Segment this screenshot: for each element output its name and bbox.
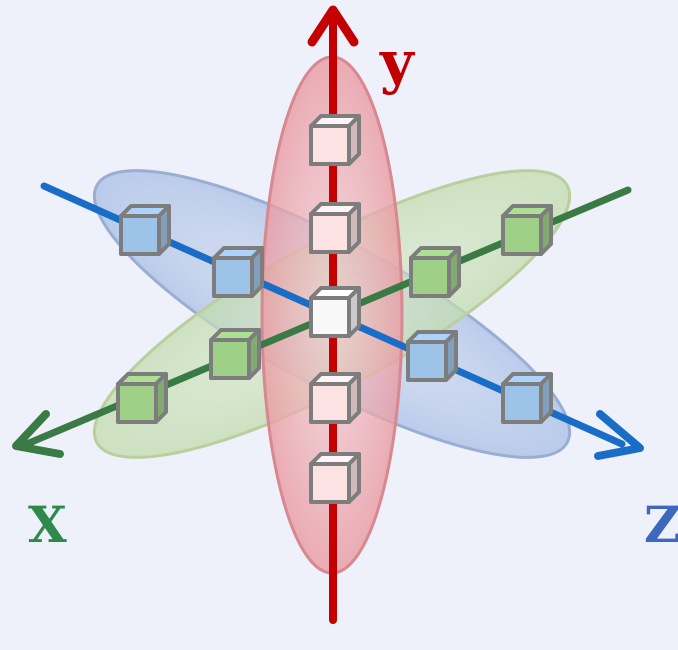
y-axis-cube-3 (309, 372, 361, 424)
x-axis-label: X (28, 495, 67, 554)
z-axis-label: Z (644, 495, 678, 554)
y-axis-label: y (379, 28, 416, 96)
z-axis-cube-4 (501, 372, 553, 424)
y-axis-cube-1 (309, 114, 361, 166)
x-axis-cube-2 (409, 246, 461, 298)
z-axis-cube-3 (406, 330, 458, 382)
z-axis-cube-2 (212, 246, 264, 298)
y-axis-cube-4 (309, 452, 361, 504)
z-axis-cube-1 (119, 204, 171, 256)
cube-layer (116, 114, 553, 504)
y-axis-cube-2 (309, 202, 361, 254)
z-axis-arrowhead (594, 410, 644, 460)
x-axis-arrowhead (12, 410, 64, 458)
x-axis-cube-1 (501, 204, 553, 256)
origin-cube (309, 286, 361, 338)
x-axis-cube-4 (116, 372, 168, 424)
y-axis-arrowhead (307, 5, 359, 47)
x-axis-cube-3 (209, 328, 261, 380)
